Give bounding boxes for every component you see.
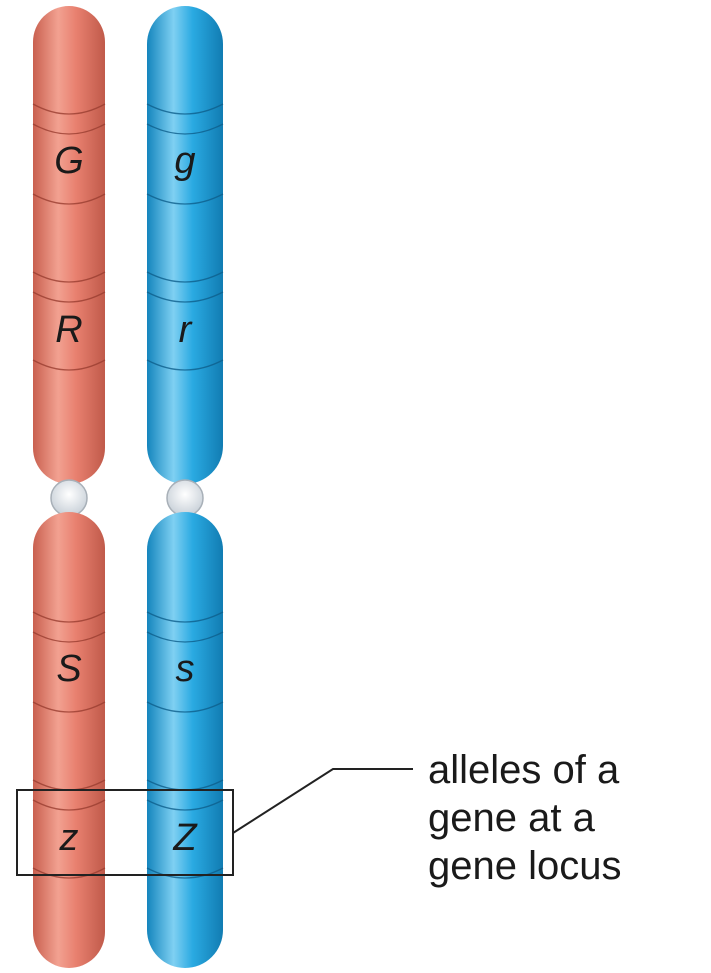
chromosome-right: g r s Z xyxy=(147,6,223,968)
allele-label-Z: Z xyxy=(172,817,198,859)
callout-line-1: alleles of a xyxy=(428,748,620,792)
callout-label: alleles of a gene at a gene locus xyxy=(428,748,630,888)
chromosome-left-lower-arm xyxy=(33,512,105,968)
allele-label-z: z xyxy=(59,817,79,859)
allele-label-s: s xyxy=(176,648,195,690)
allele-label-r: r xyxy=(179,309,193,351)
callout-line-2: gene at a xyxy=(428,796,596,840)
chromosome-left-upper-arm xyxy=(33,6,105,484)
centromere-left xyxy=(51,480,87,516)
callout-line-3: gene locus xyxy=(428,844,621,888)
allele-label-G: G xyxy=(54,140,84,182)
centromere-right xyxy=(167,480,203,516)
allele-label-R: R xyxy=(55,309,82,351)
chromosome-right-upper-arm xyxy=(147,6,223,484)
allele-label-g: g xyxy=(174,140,195,182)
chromosome-left: G R S z xyxy=(33,6,105,968)
chromosome-right-lower-arm xyxy=(147,512,223,968)
allele-label-S: S xyxy=(56,648,81,690)
callout-leader-line xyxy=(233,769,413,833)
